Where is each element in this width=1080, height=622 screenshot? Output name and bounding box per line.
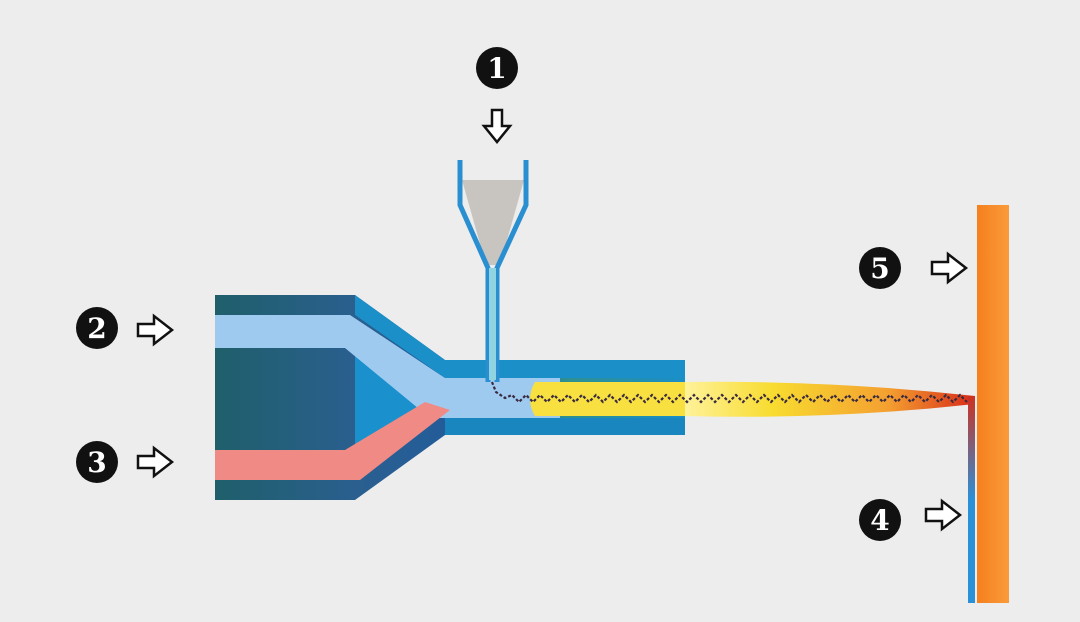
- arrow-right-icon: [924, 498, 963, 532]
- fiber-core-zigzag: [490, 381, 968, 404]
- svg-text:1: 1: [487, 52, 506, 85]
- core-flow-pink: [215, 402, 450, 480]
- channel-lower-wall: [445, 418, 685, 435]
- svg-text:4: 4: [870, 504, 889, 537]
- collector-plate: [977, 205, 1009, 603]
- needle-tube: [489, 268, 496, 380]
- label-3: 3: [76, 441, 118, 483]
- jet-inside: [530, 382, 685, 416]
- taper-wall: [355, 295, 685, 378]
- jet-plume: [685, 381, 975, 417]
- needle: [457, 160, 529, 382]
- svg-text:2: 2: [87, 312, 106, 345]
- svg-text:5: 5: [870, 252, 889, 285]
- deposited-fiber: [968, 396, 975, 603]
- outer-flow-light-blue: [215, 315, 560, 418]
- arrow-right-icon: [136, 313, 175, 347]
- arrow-right-icon: [136, 445, 175, 479]
- inner-triangle: [355, 348, 420, 452]
- svg-text:3: 3: [87, 446, 106, 479]
- needle-wall: [457, 160, 529, 382]
- label-2: 2: [76, 307, 118, 349]
- jet: [490, 381, 975, 417]
- label-1: 1: [476, 47, 518, 89]
- label-5: 5: [859, 247, 901, 289]
- arrow-right-icon: [930, 251, 969, 285]
- arrow-down-icon: [481, 108, 513, 144]
- label-4: 4: [859, 499, 901, 541]
- needle-fluid: [462, 180, 524, 265]
- spinneret: [215, 295, 685, 500]
